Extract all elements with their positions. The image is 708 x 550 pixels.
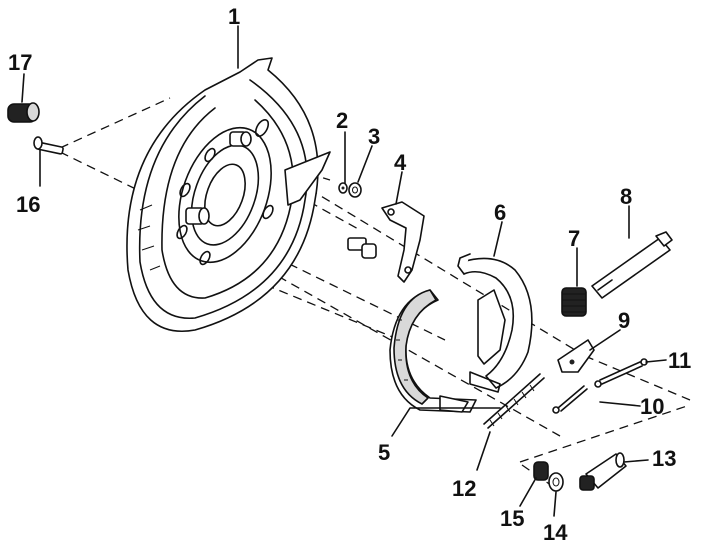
- label-13: 13: [652, 446, 676, 471]
- label-15: 15: [500, 506, 524, 531]
- label-12: 12: [452, 476, 476, 501]
- rubber-plug: [7, 102, 40, 123]
- parking-brake-lever: [381, 201, 425, 283]
- washer-large: [348, 182, 362, 198]
- return-spring-long: [483, 373, 545, 429]
- label-7: 7: [568, 226, 580, 251]
- hold-down-cup: [548, 472, 564, 492]
- hold-down-spring: [533, 461, 549, 481]
- backing-plate: [126, 57, 331, 332]
- adjuster-plate: [557, 339, 595, 373]
- bolt: [33, 136, 64, 155]
- label-5: 5: [378, 440, 390, 465]
- label-3: 3: [368, 124, 380, 149]
- label-11: 11: [668, 348, 691, 373]
- callout-labels: 1 2 3 4 5 6 7 8 9 10 11 12 13 14 15 16 1…: [8, 4, 691, 545]
- adjuster-strut: [591, 231, 673, 299]
- small-spring: [552, 385, 588, 414]
- washer-small: [338, 182, 348, 194]
- brake-shoe-lower: [389, 289, 477, 413]
- label-6: 6: [494, 200, 506, 225]
- adjuster-screw: [579, 452, 627, 491]
- brake-shoe-upper: [457, 253, 533, 393]
- label-8: 8: [620, 184, 632, 209]
- label-4: 4: [394, 150, 407, 175]
- label-10: 10: [640, 394, 664, 419]
- label-1: 1: [228, 4, 240, 29]
- leader-lines: [21, 25, 667, 517]
- label-16: 16: [16, 192, 40, 217]
- label-17: 17: [8, 50, 32, 75]
- coil-spring: [561, 287, 587, 317]
- label-14: 14: [543, 520, 568, 545]
- label-2: 2: [336, 108, 348, 133]
- mounting-bolt: [347, 237, 377, 259]
- label-9: 9: [618, 308, 630, 333]
